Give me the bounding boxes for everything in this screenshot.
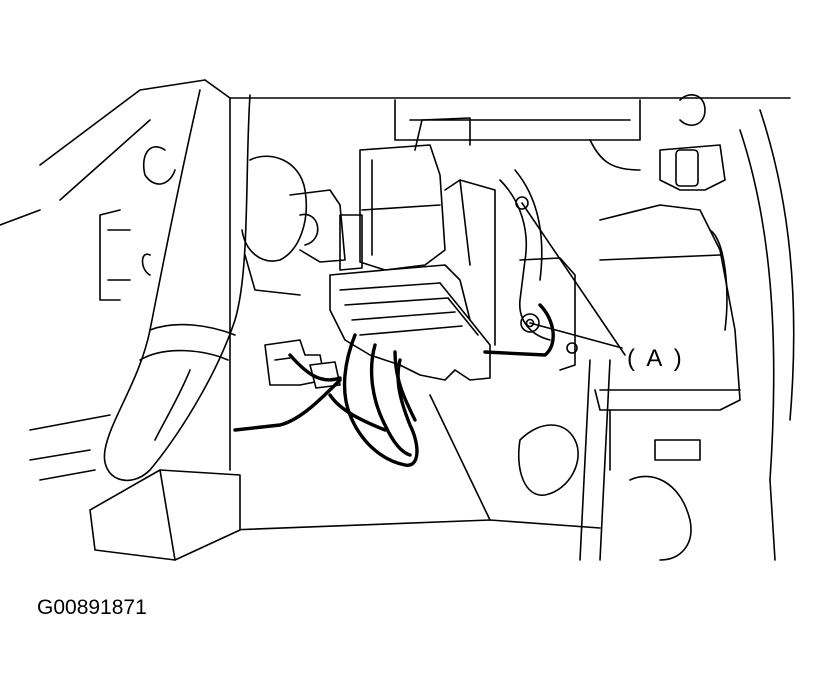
left-hose [99, 89, 251, 482]
mounting-bracket [499, 169, 578, 371]
callout-leaders [521, 202, 626, 356]
bolt-head-center [525, 318, 535, 328]
vertical-pipe [518, 359, 692, 561]
upper-bolt [515, 196, 529, 210]
callout-label-a: ( A ) [627, 345, 685, 372]
ecu-module [329, 179, 496, 381]
wire-harness [233, 303, 555, 467]
lower-bracket [89, 469, 241, 561]
upper-connector [339, 99, 641, 271]
figure-id: G00891871 [37, 596, 147, 619]
body-outline [0, 79, 795, 561]
terminal-post [675, 149, 699, 187]
sensor-canister [241, 155, 346, 296]
right-component [589, 94, 741, 471]
mounting-bolt [520, 313, 540, 333]
